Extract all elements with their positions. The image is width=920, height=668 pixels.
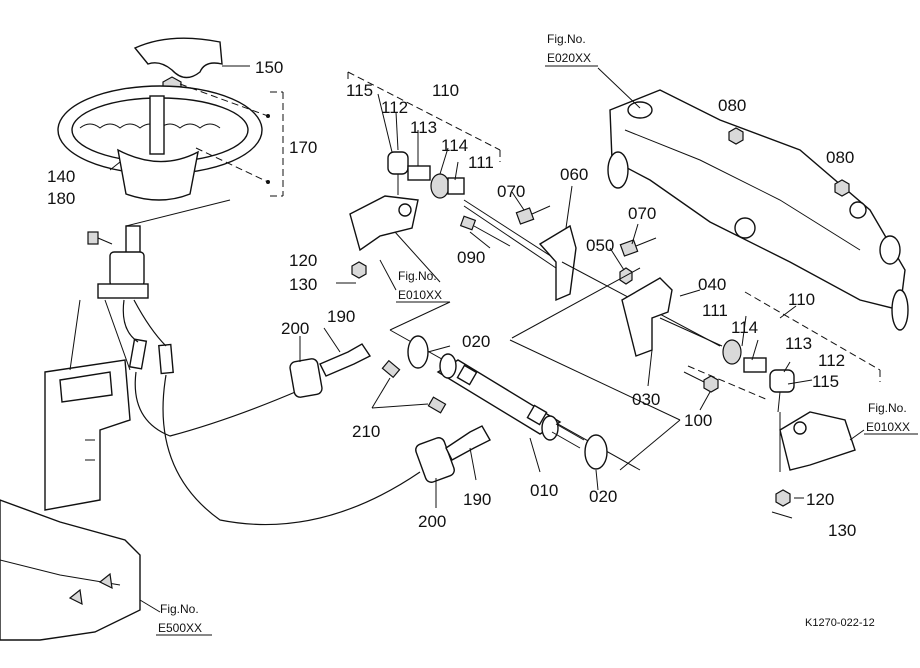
fig-ref-left-code: E010XX <box>398 288 442 302</box>
callout-114-left: 114 <box>441 136 468 155</box>
callout-210: 210 <box>352 422 380 441</box>
callout-130-left: 130 <box>289 275 317 294</box>
callout-020-left: 020 <box>462 332 490 351</box>
callout-110-right: 110 <box>788 290 815 309</box>
snap-ring-020-right <box>584 434 608 470</box>
fig-ref-left: Fig.No. E010XX <box>379 259 450 303</box>
fig-ref-top-label: Fig.No. <box>547 32 586 46</box>
bracket-060 <box>538 224 577 302</box>
nut-080-b <box>834 179 850 197</box>
bolt-070-right <box>619 237 657 257</box>
bracket-030 <box>621 277 673 357</box>
callout-180: 180 <box>47 189 75 208</box>
callout-200-bottom: 200 <box>418 512 446 531</box>
callout-120-right: 120 <box>806 490 834 509</box>
callout-115-left: 115 <box>346 81 373 100</box>
valve-hoses <box>122 299 421 526</box>
knuckle-arm-right <box>779 411 856 472</box>
bolt-070-left <box>515 205 551 225</box>
callout-150: 150 <box>255 58 283 77</box>
leader-lines <box>299 93 813 508</box>
snap-ring-020-left <box>407 335 429 369</box>
callout-040: 040 <box>698 275 726 294</box>
knuckle-arm-left <box>349 195 441 283</box>
nut-120-right <box>771 489 793 519</box>
callout-190-bottom: 190 <box>463 490 491 509</box>
bolt-180 <box>87 231 113 245</box>
callout-110-left: 110 <box>432 81 459 100</box>
fig-ref-right-label: Fig.No. <box>868 401 907 415</box>
steering-wheel-cap <box>133 37 250 79</box>
callout-115-right: 115 <box>812 372 839 391</box>
tie-rod-end-left <box>387 151 561 269</box>
column-support <box>44 299 131 511</box>
hose-assembly-top <box>289 343 372 398</box>
group-bracket-170 <box>179 83 284 197</box>
fig-ref-bottom-code: E500XX <box>158 621 202 635</box>
steering-column-valve <box>97 199 231 299</box>
callout-010: 010 <box>530 481 558 500</box>
fig-ref-top: Fig.No. E020XX <box>545 32 598 67</box>
callout-114-right: 114 <box>731 318 758 337</box>
tie-rod-bracket-left <box>347 71 501 162</box>
callout-112-right: 112 <box>818 351 845 370</box>
callout-labels: 150 170 140 180 115 112 110 113 114 111 … <box>47 58 856 540</box>
fig-ref-bottom: Fig.No. E500XX <box>156 602 212 636</box>
tie-rod-end-right <box>659 317 795 413</box>
nut-080-a <box>728 127 744 145</box>
callout-130-right: 130 <box>828 521 856 540</box>
steering-wheel <box>57 85 263 201</box>
callout-050: 050 <box>586 236 614 255</box>
callout-170: 170 <box>289 138 317 157</box>
tie-rod-bracket-right <box>687 291 881 401</box>
callout-070-left: 070 <box>497 182 525 201</box>
fig-ref-top-code: E020XX <box>547 51 591 65</box>
callout-060: 060 <box>560 165 588 184</box>
callout-190-top: 190 <box>327 307 355 326</box>
nut-100 <box>683 371 719 393</box>
fig-ref-bottom-label: Fig.No. <box>160 602 199 616</box>
callout-020-right: 020 <box>589 487 617 506</box>
front-axle <box>607 89 909 331</box>
fig-ref-left-label: Fig.No. <box>398 269 437 283</box>
callout-120-left: 120 <box>289 251 317 270</box>
tractor-body <box>0 499 161 641</box>
callout-030: 030 <box>632 390 660 409</box>
callout-090: 090 <box>457 248 485 267</box>
drawing-code: K1270-022-12 <box>805 617 875 629</box>
nut-120-left <box>336 261 367 284</box>
fitting-210-b <box>427 396 447 414</box>
fig-ref-right-code: E010XX <box>866 420 910 434</box>
fitting-210-a <box>381 359 401 379</box>
callout-080-b: 080 <box>826 148 854 167</box>
callout-113-right: 113 <box>785 334 812 353</box>
fig-ref-right: Fig.No. E010XX <box>849 401 918 441</box>
callout-111-left: 111 <box>468 153 494 172</box>
callout-200-top: 200 <box>281 319 309 338</box>
callout-113-left: 113 <box>410 118 437 137</box>
hose-assembly-bottom <box>415 425 491 483</box>
callout-070-right: 070 <box>628 204 656 223</box>
bolt-090 <box>459 215 511 247</box>
callout-112-left: 112 <box>381 98 408 117</box>
callout-100: 100 <box>684 411 712 430</box>
callout-111-right: 111 <box>702 301 728 320</box>
callout-140: 140 <box>47 167 75 186</box>
callout-080-a: 080 <box>718 96 746 115</box>
steering-cylinder-010 <box>436 353 585 449</box>
